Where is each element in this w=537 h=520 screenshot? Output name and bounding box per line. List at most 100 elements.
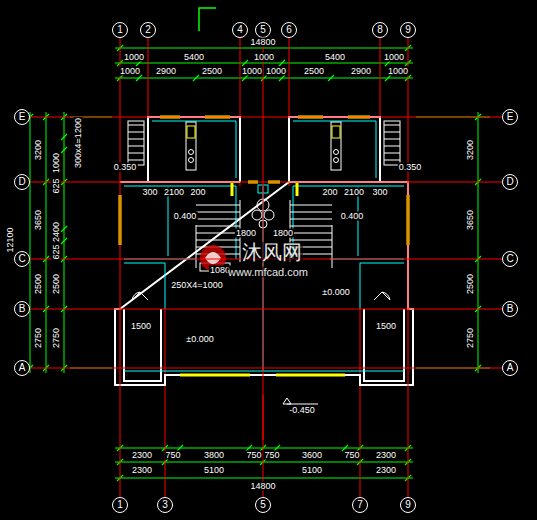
axis-bubble: A — [502, 360, 518, 376]
dimension-text: 0.350 — [113, 163, 138, 172]
dimension-tick — [61, 147, 67, 153]
dimension-text: 1000 — [383, 53, 405, 62]
axis-bubble: 4 — [232, 22, 248, 38]
stair-step — [196, 240, 240, 241]
stair-step — [384, 160, 400, 161]
dimension-text: 1000 — [387, 67, 409, 76]
stair-step — [128, 125, 144, 126]
level-marker — [283, 398, 318, 404]
axis-number: D — [506, 177, 513, 187]
axis-bubble: E — [502, 109, 518, 125]
dimension-text: 300 — [371, 188, 388, 197]
axis-bubble: 1 — [112, 22, 128, 38]
dimension-tick — [136, 75, 142, 81]
dimension-text: 1000 — [265, 67, 287, 76]
dimension-text: 2500 — [466, 273, 475, 295]
dimension-text: 14800 — [249, 38, 276, 47]
dimension-text: 625 — [52, 243, 61, 260]
stair-step — [128, 146, 144, 147]
axis-number: 5 — [260, 500, 266, 510]
stair-step — [196, 219, 240, 220]
dimension-tick — [61, 238, 67, 244]
dimension-text: 2500 — [52, 273, 61, 295]
dimension-tick — [242, 60, 248, 66]
dimension-text: 0.350 — [398, 163, 423, 172]
dimension-tick — [242, 75, 248, 81]
axis-bubble: 3 — [157, 497, 173, 513]
axis-number: 3 — [162, 500, 168, 510]
watermark: www.mfcad.com — [227, 267, 309, 278]
dimension-text: 1000 — [123, 53, 145, 62]
section-mark — [199, 8, 216, 31]
axis-number: A — [507, 363, 514, 373]
stair-step — [290, 205, 332, 206]
dimension-text: 1800 — [272, 229, 294, 238]
axis-lines — [148, 38, 380, 500]
dimension-text: 2400 — [52, 221, 61, 243]
axis-bubble: 2 — [140, 22, 156, 38]
dimension-tick — [261, 75, 267, 81]
dimension-text: 2500 — [201, 67, 223, 76]
axis-number: 9 — [405, 25, 411, 35]
stair-step — [128, 160, 144, 161]
stair-step — [290, 226, 332, 227]
stair-step — [290, 212, 332, 213]
dimension-text: 300 — [141, 188, 158, 197]
axis-bubble: D — [14, 174, 30, 190]
stair-step — [196, 205, 240, 206]
stair-step — [196, 226, 240, 227]
dimension-text: ±0.000 — [185, 335, 214, 344]
stairs — [128, 121, 400, 268]
dimension-text: 2750 — [34, 327, 43, 349]
dimension-tick — [61, 134, 67, 140]
dimension-text: 5100 — [301, 466, 323, 475]
axis-number: 5 — [260, 25, 266, 35]
axis-bubble: 5 — [255, 497, 271, 513]
dimension-text: 2300 — [131, 451, 153, 460]
dimension-text: 3650 — [34, 209, 43, 231]
dimension-text: 200 — [321, 188, 338, 197]
axis-bubble: C — [14, 251, 30, 267]
axis-number: 2 — [145, 25, 151, 35]
axis-bubble: B — [502, 301, 518, 317]
dimension-text: 3200 — [34, 139, 43, 161]
axis-bubble: E — [14, 109, 30, 125]
dimension-text: 750 — [263, 451, 280, 460]
dimension-text: 750 — [245, 451, 262, 460]
axis-number: 1 — [117, 500, 123, 510]
axis-number: 8 — [377, 25, 383, 35]
stair-step — [290, 240, 332, 241]
axis-number: E — [19, 112, 26, 122]
stair-step — [290, 219, 332, 220]
stair-step — [128, 153, 144, 154]
dimension-text: 2750 — [52, 327, 61, 349]
dimension-text: 2100 — [343, 188, 365, 197]
axis-number: 1 — [117, 25, 123, 35]
axis-bubble: 7 — [352, 497, 368, 513]
axis-number: C — [506, 254, 513, 264]
axis-line — [30, 309, 502, 310]
axis-line — [30, 182, 502, 183]
watermark: 沐风网 — [241, 242, 303, 262]
windows — [120, 117, 408, 375]
dimension-text: 1000 — [52, 152, 61, 174]
dimension-tick — [61, 226, 67, 232]
dimension-text: 200 — [189, 188, 206, 197]
dimension-text: 2900 — [155, 67, 177, 76]
dimension-text: 1800 — [235, 229, 257, 238]
interior-walls — [124, 121, 404, 371]
stair-step — [128, 132, 144, 133]
axis-number: C — [18, 254, 25, 264]
dimension-text: 3650 — [466, 209, 475, 231]
dimension-text: 2300 — [375, 466, 397, 475]
axis-number: B — [19, 304, 26, 314]
stair-step — [384, 132, 400, 133]
dimension-text: 0.400 — [173, 212, 198, 221]
dimension-text: 2750 — [466, 327, 475, 349]
axis-line — [30, 117, 502, 118]
stair-step — [290, 233, 332, 234]
dimension-text: 5400 — [183, 53, 205, 62]
dimension-text: 14800 — [249, 482, 276, 491]
axis-number: B — [507, 304, 514, 314]
dimension-text: 1000 — [241, 67, 263, 76]
